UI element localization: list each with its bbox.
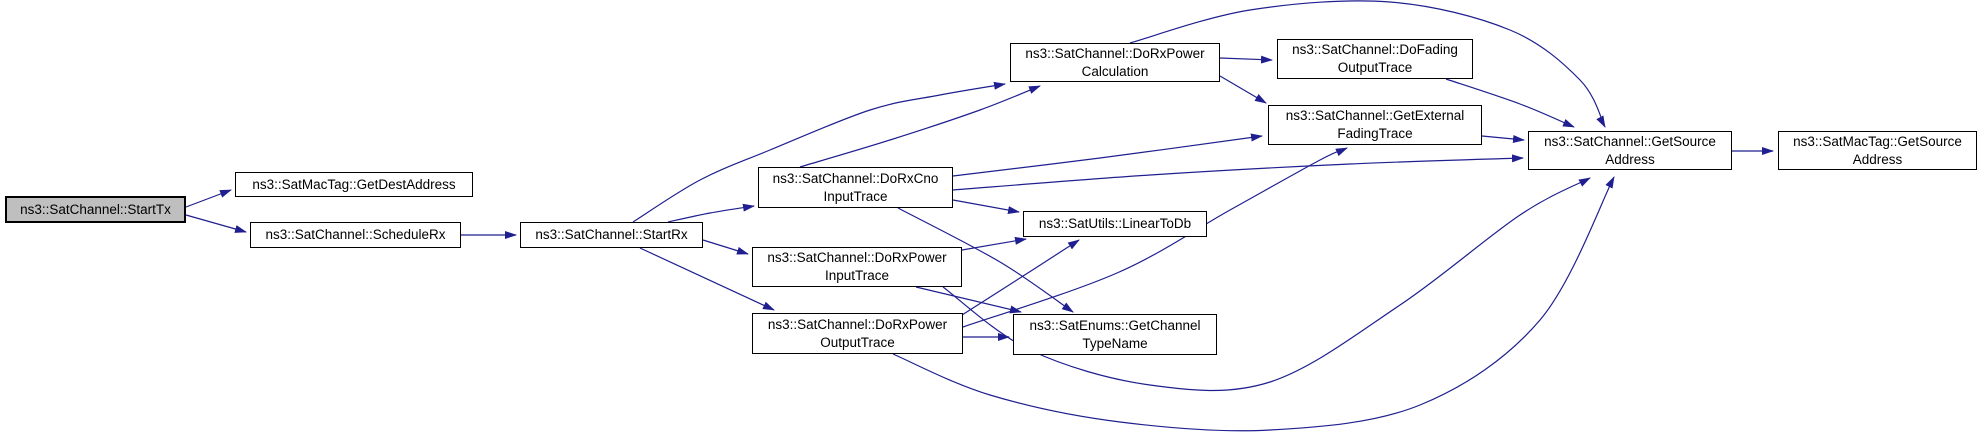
edge-start-rx-to-do-rx-power-calculation — [632, 81, 1006, 223]
edge-do-rx-power-calculation-to-get-external-fading-trace — [1219, 75, 1267, 104]
node-label: ns3::SatChannel::ScheduleRx — [265, 227, 446, 242]
node-label: Calculation — [1081, 63, 1149, 79]
edge-do-rx-power-input-trace-to-get-channel-type-name — [915, 286, 1022, 314]
edge-do-rx-cno-input-trace-to-get-external-fading-trace — [952, 133, 1263, 177]
node-label: ns3::SatChannel::DoRxPower — [1025, 45, 1205, 61]
node-label: ns3::SatChannel::GetExternal — [1285, 108, 1465, 123]
edge-do-rx-power-calculation-to-do-fading-output-trace — [1219, 55, 1273, 64]
node-label: ns3::SatChannel::DoRxPower — [767, 316, 948, 332]
node-label: ns3::SatChannel::StartRx — [535, 227, 688, 242]
node-linear-to-db[interactable]: ns3::SatUtils::LinearToDb — [1023, 211, 1207, 237]
edge-do-rx-cno-input-trace-to-linear-to-db — [952, 199, 1020, 214]
node-label: InputTrace — [824, 268, 890, 283]
edge-do-rx-cno-input-trace-to-get-channel-type-name — [897, 207, 1074, 313]
node-label: ns3::SatUtils::LinearToDb — [1038, 216, 1192, 231]
node-label: ns3::SatEnums::GetChannel — [1029, 317, 1201, 333]
node-label: ns3::SatChannel::GetSource — [1544, 133, 1716, 149]
node-label: FadingTrace — [1337, 126, 1413, 141]
edge-do-rx-power-output-trace-to-get-source-address — [892, 176, 1615, 432]
edge-do-rx-power-calculation-to-get-source-address — [1129, 0, 1606, 128]
edge-do-rx-power-input-trace-to-linear-to-db — [961, 236, 1027, 251]
edge-do-rx-cno-input-trace-to-do-rx-power-calculation — [799, 85, 1041, 168]
node-label: ns3::SatMacTag::GetSource — [1793, 133, 1962, 149]
node-label: ns3::SatChannel::DoRxCno — [772, 170, 939, 186]
edge-do-rx-power-output-trace-to-get-external-fading-trace — [962, 147, 1348, 328]
node-start-rx[interactable]: ns3::SatChannel::StartRx — [520, 222, 703, 248]
edge-start-tx-to-schedule-rx — [185, 214, 247, 233]
edge-start-rx-to-do-rx-power-input-trace — [702, 239, 749, 255]
node-label: ns3::SatMacTag::GetDestAddress — [252, 176, 456, 192]
node-get-dest-address[interactable]: ns3::SatMacTag::GetDestAddress — [235, 172, 473, 197]
node-label: Address — [1605, 151, 1655, 167]
node-label: OutputTrace — [1337, 60, 1413, 75]
node-label: ns3::SatChannel::DoRxPower — [767, 250, 947, 265]
node-label: ns3::SatChannel::DoFading — [1292, 42, 1458, 57]
edge-do-rx-power-input-trace-to-get-source-address — [942, 177, 1591, 392]
node-label: ns3::SatChannel::StartTx — [20, 201, 171, 217]
edge-do-fading-output-trace-to-get-source-address — [1445, 78, 1575, 128]
edge-start-rx-to-do-rx-cno-input-trace — [667, 203, 755, 223]
edge-get-external-fading-trace-to-get-source-address — [1481, 134, 1525, 143]
node-schedule-rx[interactable]: ns3::SatChannel::ScheduleRx — [250, 222, 461, 248]
edge-do-rx-cno-input-trace-to-get-source-address — [952, 154, 1524, 191]
node-label: Address — [1852, 151, 1903, 167]
node-start-tx: ns3::SatChannel::StartTx — [5, 196, 186, 223]
edge-start-tx-to-get-dest-address — [185, 189, 232, 208]
edge-do-rx-power-output-trace-to-linear-to-db — [961, 239, 1080, 316]
edge-start-rx-to-do-rx-power-output-trace — [639, 247, 775, 311]
node-label: InputTrace — [823, 188, 888, 204]
node-label: TypeName — [1082, 335, 1148, 351]
node-label: OutputTrace — [820, 334, 895, 350]
